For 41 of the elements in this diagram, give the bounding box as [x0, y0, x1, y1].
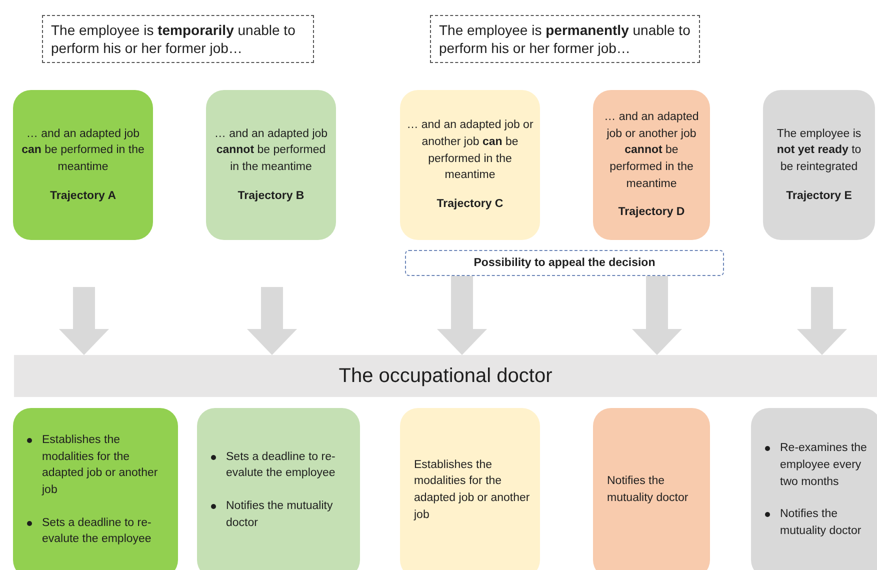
task-box	[593, 408, 710, 570]
trajectory-box	[400, 90, 540, 240]
task-box	[197, 408, 360, 570]
box-text: The employee is not yet ready to be reintegrated	[776, 126, 862, 175]
box-text: The employee is temporarily unable to perform his or her former job…	[51, 20, 296, 58]
trajectory-title: Trajectory E	[786, 188, 852, 204]
bullet-text: Re-examines the employee every two months	[780, 441, 868, 490]
dashed-note-box	[430, 15, 700, 63]
box-text: Notifies the mutuality doctor	[607, 474, 690, 506]
box-text: … and an adapted job or another job can be performed in the meantime	[406, 118, 534, 184]
bullet-text: Sets a deadline to re-evalute the employee	[226, 450, 336, 482]
block-arrow	[59, 287, 109, 355]
block-arrow	[247, 287, 297, 355]
box-text: … and an adapted job cannot be performed in the meantime	[213, 126, 329, 175]
trajectory-box	[206, 90, 336, 240]
task-box	[751, 408, 877, 570]
block-arrow	[437, 276, 487, 355]
trajectory-box	[763, 90, 875, 240]
bullet-text: Notifies the mutuality doctor	[226, 499, 334, 531]
bullet-text: Notifies the mutuality doctor	[780, 507, 862, 539]
trajectory-title: Trajectory C	[436, 197, 504, 212]
box-text: Possibility to appeal the decision	[474, 257, 656, 269]
heading: The occupational doctor	[338, 364, 552, 388]
trajectory-title: Trajectory B	[238, 188, 304, 204]
trajectory-title: Trajectory D	[618, 205, 685, 220]
bullet-text: Sets a deadline to re-evalute the employee	[42, 516, 152, 548]
box-text: Establishes the modalities for the adapted job or another job	[414, 458, 531, 523]
bullet-text: Establishes the modalities for the adapted job or another job	[42, 432, 159, 498]
task-box	[400, 408, 540, 570]
box-text: … and an adapted job can be performed in the meantime	[20, 126, 146, 175]
box-text: The employee is permanently unable to perform his or her former job…	[439, 20, 691, 58]
trajectory-box	[13, 90, 153, 240]
trajectory-title: Trajectory A	[50, 188, 116, 204]
dashed-note-box	[405, 250, 724, 276]
box-text: … and an adapted job or another job cannot be performed in the meantime	[603, 110, 700, 192]
heading-band	[14, 355, 877, 397]
dashed-note-box	[42, 15, 314, 63]
block-arrow	[632, 276, 682, 355]
block-arrow	[797, 287, 847, 355]
trajectory-box	[593, 90, 710, 240]
task-box	[13, 408, 178, 570]
